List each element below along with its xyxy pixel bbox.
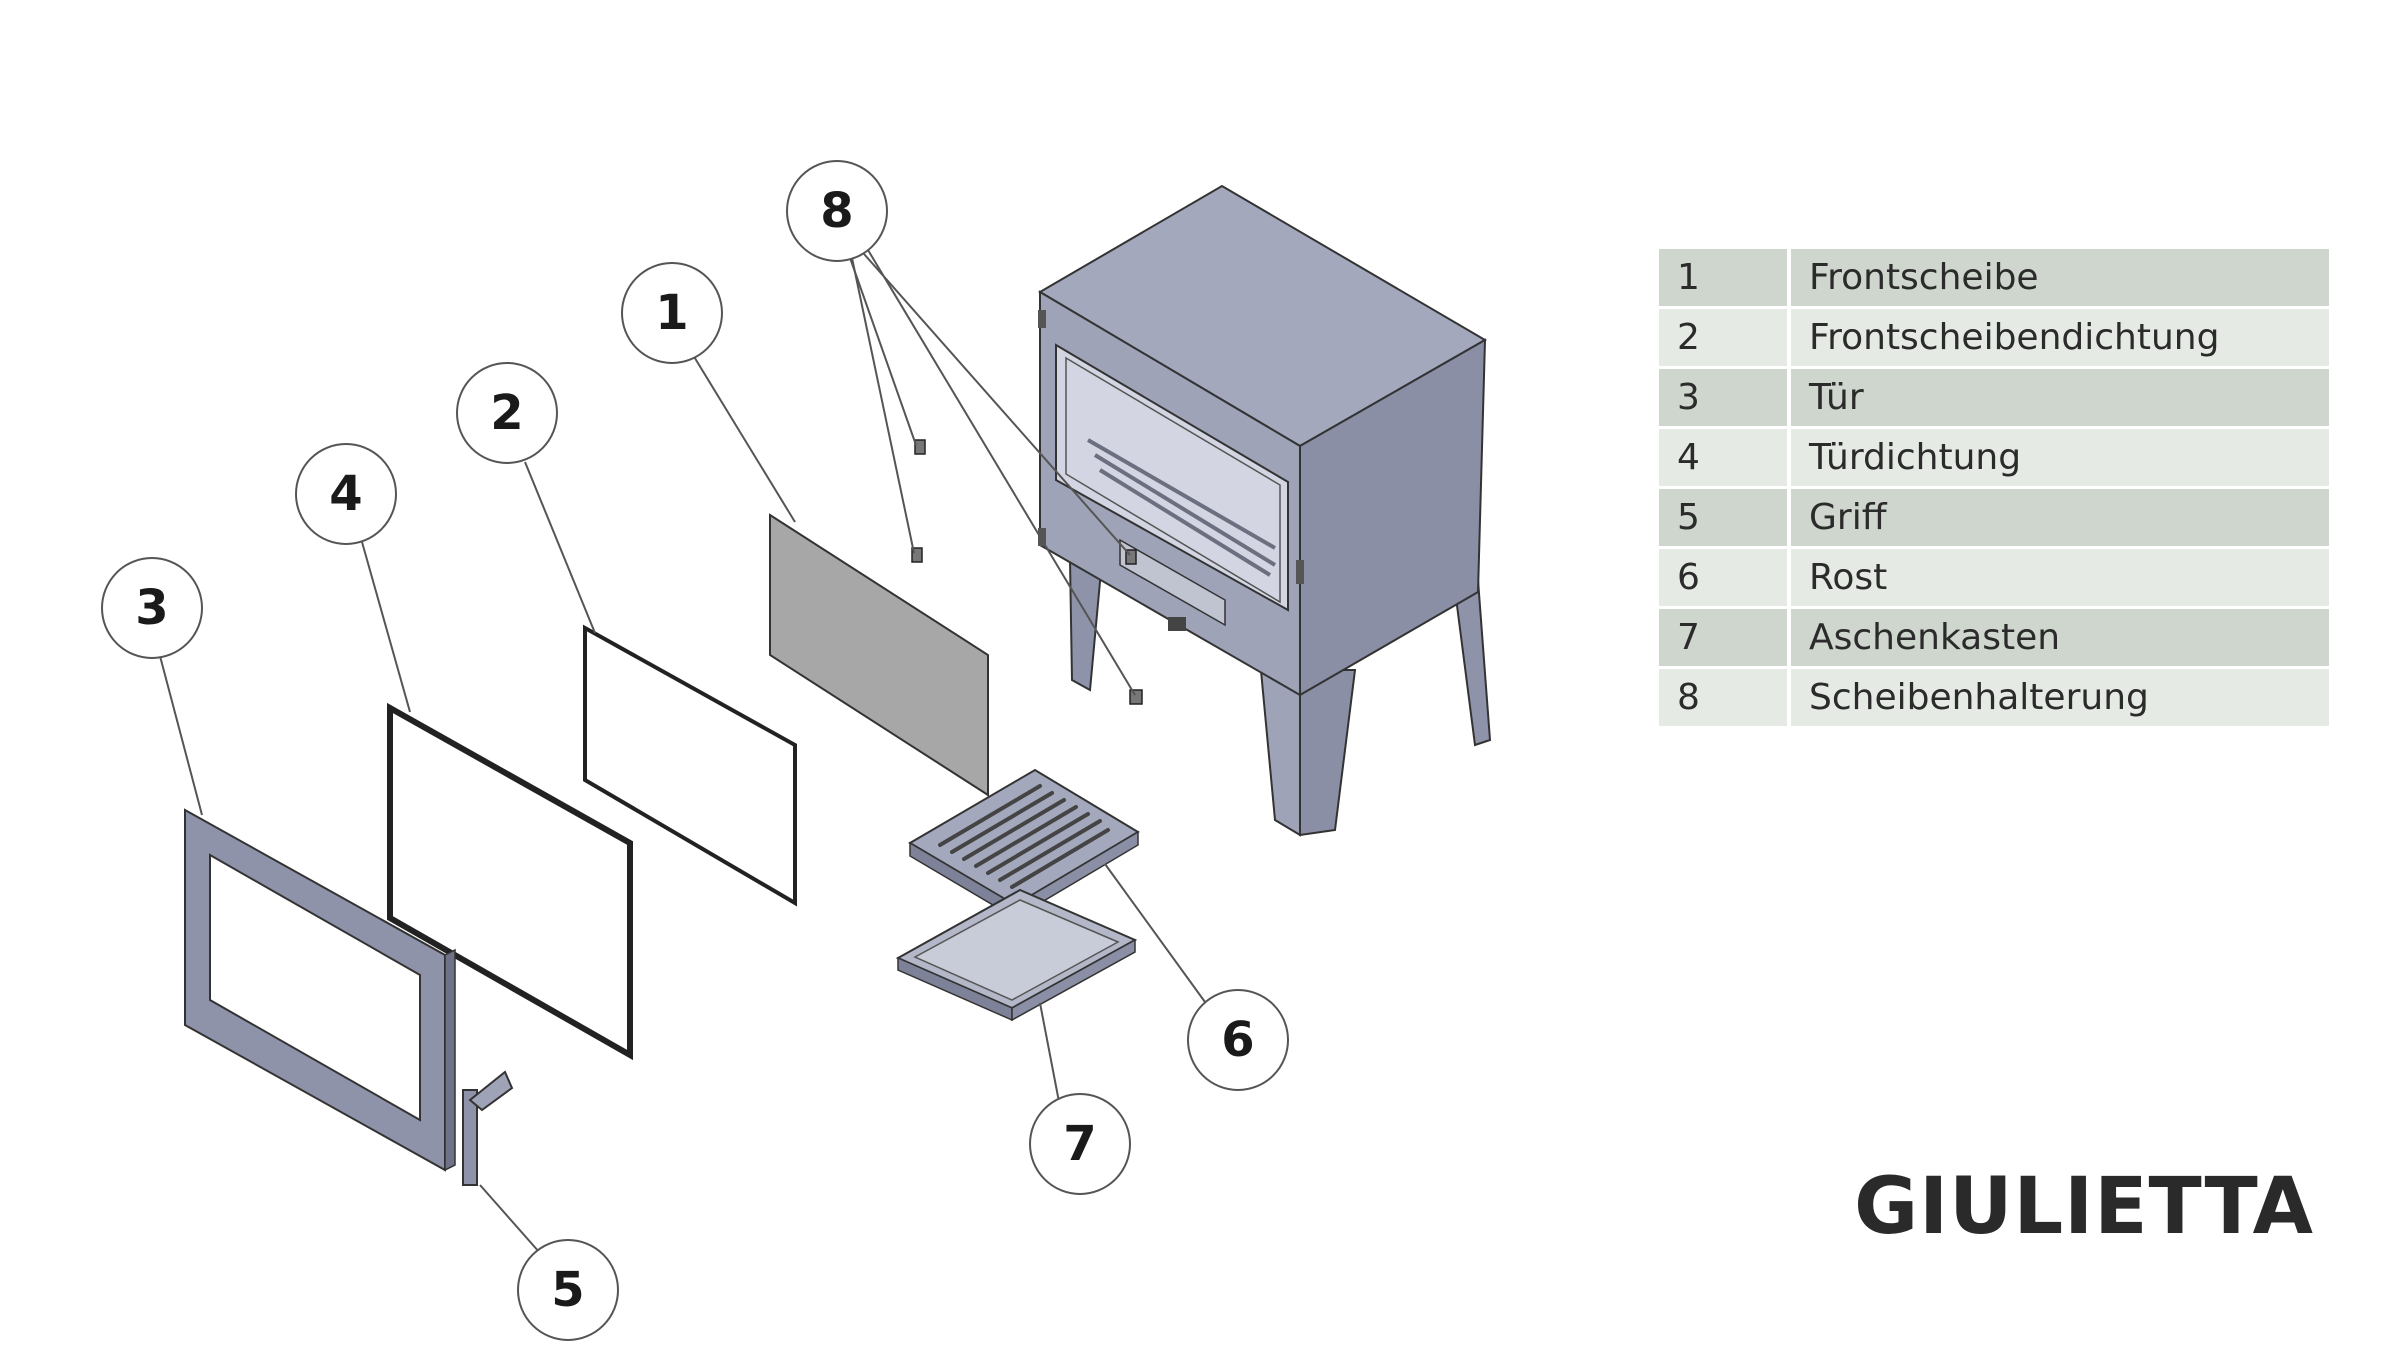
part-number: 2 <box>1659 309 1791 366</box>
svg-text:4: 4 <box>329 466 362 522</box>
table-row: 2 Frontscheibendichtung <box>1659 309 2329 366</box>
ash-pan-part <box>895 888 1138 1022</box>
part-number: 6 <box>1659 549 1791 606</box>
part-name: Frontscheibe <box>1791 249 2329 306</box>
front-glass-part <box>769 513 989 797</box>
grate-part <box>908 768 1140 920</box>
part-name: Rost <box>1791 549 2329 606</box>
callout-3: 3 <box>101 557 203 659</box>
model-title: GIULIETTA <box>1854 1162 2314 1252</box>
svg-text:3: 3 <box>135 580 168 636</box>
part-name: Aschenkasten <box>1791 609 2329 666</box>
part-number: 1 <box>1659 249 1791 306</box>
part-name: Scheibenhalterung <box>1791 669 2329 726</box>
svg-text:2: 2 <box>490 385 523 441</box>
door-part <box>184 808 456 1172</box>
table-row: 8 Scheibenhalterung <box>1659 669 2329 726</box>
callout-4: 4 <box>295 443 397 545</box>
callout-8: 8 <box>786 160 888 262</box>
parts-legend-table: 1 Frontscheibe 2 Frontscheibendichtung 3… <box>1659 246 2329 729</box>
part-number: 3 <box>1659 369 1791 426</box>
part-name: Frontscheibendichtung <box>1791 309 2329 366</box>
part-name: Griff <box>1791 489 2329 546</box>
callout-6: 6 <box>1187 989 1289 1091</box>
part-number: 4 <box>1659 429 1791 486</box>
callout-7: 7 <box>1029 1093 1131 1195</box>
table-row: 3 Tür <box>1659 369 2329 426</box>
table-row: 4 Türdichtung <box>1659 429 2329 486</box>
glass-gasket-part <box>583 624 797 907</box>
svg-text:7: 7 <box>1063 1116 1096 1172</box>
svg-text:1: 1 <box>655 285 688 341</box>
callout-2: 2 <box>456 362 558 464</box>
leader-lines <box>159 249 1206 1254</box>
handle-part <box>462 1070 514 1186</box>
table-row: 6 Rost <box>1659 549 2329 606</box>
table-row: 1 Frontscheibe <box>1659 249 2329 306</box>
door-gasket-part <box>387 702 633 1061</box>
part-number: 7 <box>1659 609 1791 666</box>
callout-1: 1 <box>621 262 723 364</box>
table-row: 5 Griff <box>1659 489 2329 546</box>
svg-text:8: 8 <box>820 183 853 239</box>
part-number: 8 <box>1659 669 1791 726</box>
svg-text:5: 5 <box>551 1262 584 1318</box>
callout-5: 5 <box>517 1239 619 1341</box>
table-row: 7 Aschenkasten <box>1659 609 2329 666</box>
part-number: 5 <box>1659 489 1791 546</box>
stove-body <box>1038 184 1492 837</box>
exploded-parts-diagram: 1 2 3 4 5 6 7 8 <box>101 160 1492 1341</box>
part-name: Tür <box>1791 369 2329 426</box>
svg-text:6: 6 <box>1221 1012 1254 1068</box>
part-name: Türdichtung <box>1791 429 2329 486</box>
